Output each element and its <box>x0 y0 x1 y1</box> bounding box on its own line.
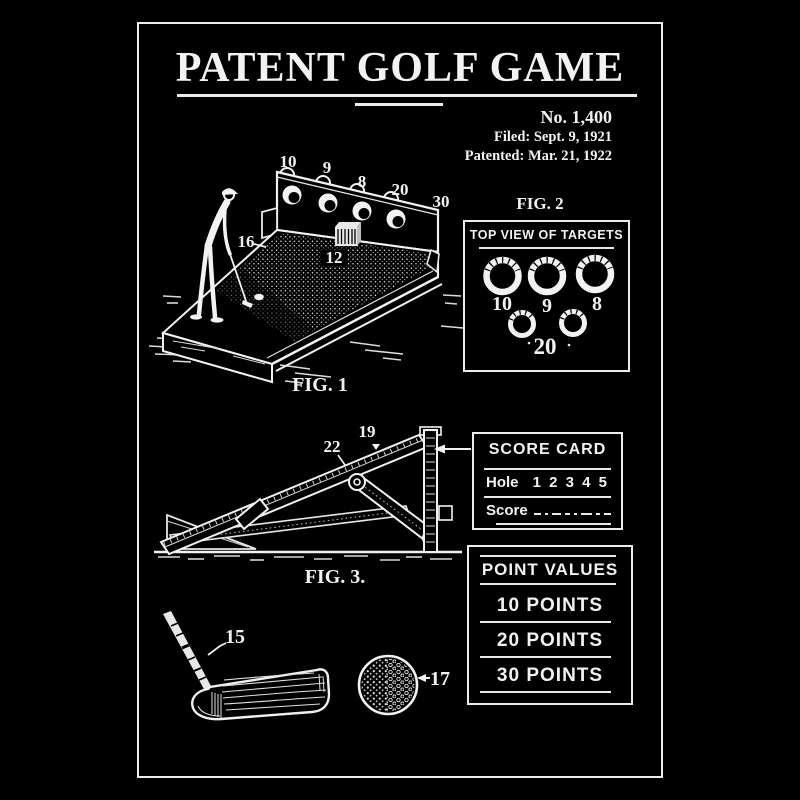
title-underline <box>177 94 637 97</box>
fig3-leader-22 <box>337 454 346 466</box>
fig2-label-10: 10 <box>492 293 512 315</box>
club-shaft <box>163 611 212 691</box>
fig2-targets-box: TOP VIEW OF TARGETS 10 9 8 <box>463 220 630 372</box>
title-underline-short <box>355 103 443 106</box>
point-value-row-30: 30 POINTS <box>496 665 604 686</box>
club-label-15: 15 <box>225 626 245 648</box>
fig3-drawing: 22 19 <box>154 422 471 561</box>
point-values-title: POINT VALUES <box>481 560 619 579</box>
poster-frame <box>137 22 663 778</box>
fig1-targets <box>282 185 406 229</box>
hole-label: Hole <box>486 474 519 491</box>
patent-filed-date: Filed: Sept. 9, 1921 <box>493 129 612 145</box>
ball-label-17: 17 <box>430 668 450 690</box>
score-card-score-row: Score <box>486 502 611 519</box>
score-label: Score <box>486 502 528 519</box>
point-values-rule-3 <box>480 691 611 693</box>
fig1-label-20: 20 <box>392 180 409 199</box>
hole-number-2: 2 <box>549 474 558 491</box>
fig1-drawing: 10 9 8 20 30 16 12 <box>148 152 464 384</box>
fig3-label-19: 19 <box>359 422 376 441</box>
fig1-label-16: 16 <box>238 232 255 251</box>
point-values-box: POINT VALUES 10 POINTS 20 POINTS 30 POIN… <box>467 545 633 705</box>
fig1-label-12: 12 <box>326 248 343 267</box>
hole-number-4: 4 <box>582 474 591 491</box>
fig1-label-30: 30 <box>433 192 450 211</box>
fig3-sleeve <box>234 497 270 531</box>
score-card-rule-3 <box>496 523 611 525</box>
fig3-pointer-arrow <box>434 444 471 454</box>
fig1-leader-16 <box>253 243 267 248</box>
fig2-caption: FIG. 2 <box>516 194 564 213</box>
club-leader-15 <box>207 642 227 656</box>
fig3-upright-post <box>419 426 453 553</box>
patent-number: No. 1,400 <box>540 107 613 127</box>
point-values-rule-2 <box>480 656 611 658</box>
fig2-title-underline <box>479 247 614 249</box>
fig1-caption: FIG. 1 <box>292 374 348 396</box>
fig3-leader-19 <box>372 444 380 450</box>
fig2-box-title: TOP VIEW OF TARGETS <box>469 228 624 242</box>
point-values-rule-1 <box>480 621 611 623</box>
fig1-ramp <box>160 228 443 384</box>
page-title: PATENT GOLF GAME <box>175 45 625 91</box>
fig2-rings: 10 9 8 20 <box>483 254 615 359</box>
score-card-title: SCORE CARD <box>488 441 607 458</box>
patent-granted-date: Patented: Mar. 21, 1922 <box>464 148 612 164</box>
fig3-caption: FIG. 3. <box>304 566 366 588</box>
fig2-label-9: 9 <box>542 295 552 317</box>
fig1-label-9: 9 <box>323 158 332 177</box>
fig1-label-10: 10 <box>280 152 297 171</box>
hole-number-5: 5 <box>598 474 607 491</box>
club-head <box>191 668 331 721</box>
patent-info: No. 1,400 Filed: Sept. 9, 1921 Patented:… <box>412 107 612 165</box>
ball-leader-17 <box>417 674 430 682</box>
score-card-hole-row: Hole 1 2 3 4 5 <box>486 474 611 491</box>
fig3-label-22: 22 <box>324 437 341 456</box>
hole-number-1: 1 <box>532 474 541 491</box>
golf-ball-drawing: 17 <box>357 654 450 716</box>
fig1-gate <box>335 222 361 246</box>
point-values-rule-under-title <box>480 583 616 585</box>
putter-head <box>242 300 253 308</box>
fig3-ground-hatching <box>158 555 452 561</box>
fig2-label-20: 20 <box>534 334 557 359</box>
golfer-figure <box>190 188 264 323</box>
point-value-row-20: 20 POINTS <box>496 630 604 651</box>
point-values-rule-top <box>480 555 616 557</box>
golf-ball-on-ramp <box>254 293 264 301</box>
score-card-rule-2 <box>484 496 611 498</box>
score-card-rule-1 <box>484 468 611 470</box>
fig2-label-8: 8 <box>592 293 602 315</box>
hole-number-3: 3 <box>565 474 574 491</box>
score-card-box: SCORE CARD Hole 1 2 3 4 5 Score <box>472 432 623 530</box>
fig1-label-8: 8 <box>358 172 367 191</box>
point-value-row-10: 10 POINTS <box>496 595 604 616</box>
golfer-cap <box>222 188 238 195</box>
score-blank-dashes <box>533 512 611 515</box>
golf-club-drawing: 15 <box>163 611 331 721</box>
